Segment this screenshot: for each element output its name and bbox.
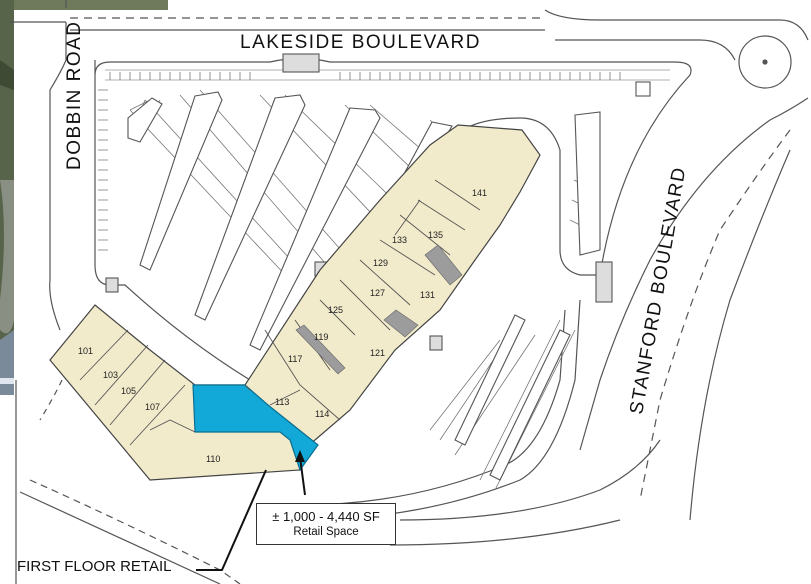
parking-islands [105,53,651,481]
unit-135-label: 135 [428,230,443,240]
unit-101-label: 101 [78,346,93,356]
first-floor-retail-label: FIRST FLOOR RETAIL [17,558,172,575]
unit-141-label: 141 [472,188,487,198]
callout-type: Retail Space [293,526,359,538]
unit-127-label: 127 [370,288,385,298]
road-label-dobbin: DOBBIN ROAD [64,20,85,170]
callout-arrowhead [295,450,305,462]
unit-103-label: 103 [103,370,118,380]
unit-113-label: 113 [275,397,289,407]
unit-125-label: 125 [328,305,343,315]
unit-114-label: 114 [315,409,329,419]
retail-building: 101 103 105 107 110 113 114 117 119 121 … [49,124,541,481]
unit-110-label: 110 [206,454,220,464]
unit-105-label: 105 [121,386,136,396]
unit-107-label: 107 [145,402,160,412]
unit-119-label: 119 [314,332,328,342]
unit-129-label: 129 [373,258,388,268]
unit-131-label: 131 [420,290,435,300]
available-unit-highlight[interactable] [192,384,319,472]
road-network [10,0,809,584]
callout-leaders [196,456,306,571]
space-callout-box: ± 1,000 - 4,440 SF Retail Space [256,503,396,545]
service-corridors [295,244,463,375]
unit-117-label: 117 [288,354,302,364]
road-label-lakeside: LAKESIDE BOULEVARD [240,32,481,53]
aerial-photo [0,0,168,395]
unit-133-label: 133 [392,235,407,245]
callout-size: ± 1,000 - 4,440 SF [272,509,380,524]
unit-121-label: 121 [370,348,385,358]
